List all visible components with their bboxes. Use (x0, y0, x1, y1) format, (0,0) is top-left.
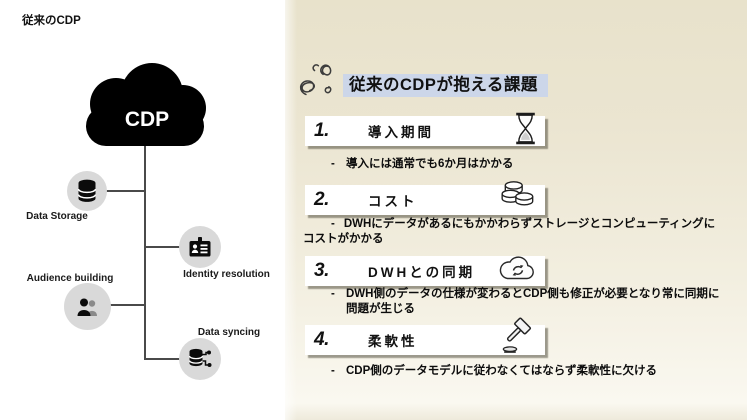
issue-number: 2. (314, 189, 329, 210)
issue-bar-1: 1. 導入期間 (305, 112, 545, 146)
issue-bullet-1: - 導入には通常でも6か月はかかる (331, 157, 731, 172)
issue-title: 柔軟性 (368, 334, 418, 349)
coins-icon (501, 181, 534, 206)
issue-bullet-4: - CDP側のデータモデルに従わなくてはならず柔軟性に欠ける (331, 364, 731, 379)
issue-number: 4. (314, 329, 329, 350)
node-label-identity-resolution: Identity resolution (183, 269, 270, 280)
connector-branch-syncing (146, 358, 182, 360)
panel-edge-gradient (285, 0, 297, 420)
node-audience-building (64, 283, 111, 330)
issue-title: 導入期間 (368, 125, 434, 140)
bullet-dash: - (331, 158, 335, 170)
issue-bar-2: 2. コスト (305, 181, 545, 215)
node-identity-resolution (179, 226, 221, 268)
bullet-text: DWH側のデータの仕様が変わるとCDP側も修正が必要となり常に同期に問題が生じる (346, 288, 720, 315)
scribble-doodle-icon (299, 64, 332, 96)
issue-bullet-3: - DWH側のデータの仕様が変わるとCDP側も修正が必要となり常に同期に問題が生… (331, 287, 723, 316)
left-panel-title: 従来のCDP (22, 15, 81, 27)
node-label-data-storage: Data Storage (26, 211, 88, 222)
bullet-text: DWHにデータがあるにもかかわらずストレージとコンピューティングにコストがかかる (303, 218, 716, 245)
issue-number: 3. (314, 260, 329, 281)
right-panel: 従来のCDPが抱える課題 1. 導入期間 - 導入には通常でも6か月はかかる 2… (285, 0, 747, 420)
issue-bar-4: 4. 柔軟性 (305, 317, 545, 355)
connector-branch-storage (106, 190, 146, 192)
issue-title: コスト (368, 194, 418, 209)
bullet-dash: - (331, 218, 335, 230)
database-network-icon (188, 348, 212, 367)
node-data-syncing (179, 338, 221, 380)
issue-bar-3: 3. DWHとの同期 (305, 256, 545, 286)
heading-highlight: 従来のCDPが抱える課題 (343, 74, 548, 97)
cdp-cloud: CDP (86, 63, 206, 146)
node-label-audience-building: Audience building (26, 273, 114, 284)
connector-trunk (144, 146, 146, 360)
bullet-dash: - (331, 365, 335, 377)
issue-bullet-2: -DWHにデータがあるにもかかわらずストレージとコンピューティングにコストがかか… (303, 217, 725, 246)
cdp-cloud-label: CDP (125, 108, 169, 131)
id-card-icon (189, 237, 211, 257)
gavel-icon (502, 317, 531, 353)
hourglass-icon (516, 112, 535, 145)
people-icon (77, 298, 97, 316)
right-panel-heading: 従来のCDPが抱える課題 (343, 71, 548, 97)
bullet-text: CDP側のデータモデルに従わなくてはならず柔軟性に欠ける (346, 365, 657, 377)
database-icon (77, 179, 97, 202)
connector-branch-audience (110, 304, 146, 306)
connector-branch-identity (146, 246, 182, 248)
node-data-storage (67, 171, 107, 211)
issue-title: DWHとの同期 (368, 265, 476, 280)
node-label-data-syncing: Data syncing (197, 327, 261, 338)
bullet-dash: - (331, 288, 335, 300)
left-panel: 従来のCDP CDP Data Storage (0, 0, 285, 420)
bullet-text: 導入には通常でも6か月はかかる (346, 158, 514, 170)
issue-number: 1. (314, 120, 329, 141)
cloud-sync-icon (499, 256, 534, 280)
